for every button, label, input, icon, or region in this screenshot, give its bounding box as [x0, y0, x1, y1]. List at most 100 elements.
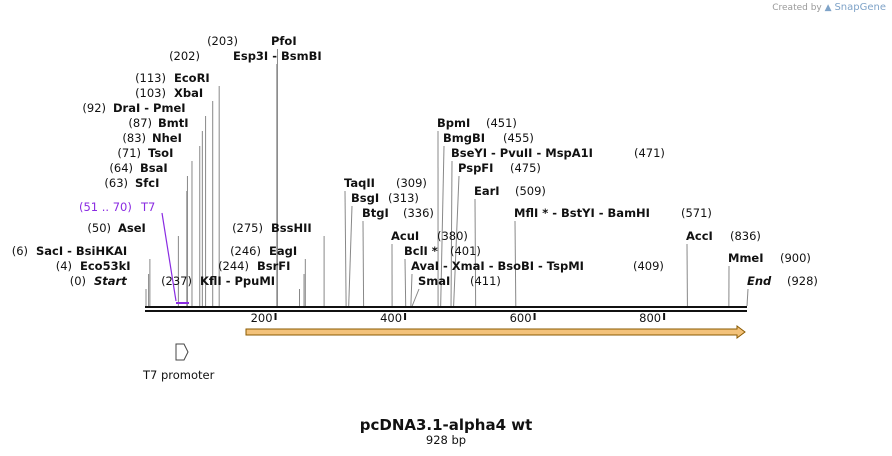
site-position-drai: (92) [82, 101, 106, 115]
site-name-eco53ki[interactable]: Eco53kI [80, 259, 131, 273]
site-position-bmti: (87) [128, 116, 152, 130]
site-name-avai[interactable]: AvaI - XmaI - BsoBI - TspMI [411, 259, 584, 273]
site-name-nhei[interactable]: NheI [152, 131, 182, 145]
site-name-smai[interactable]: SmaI [418, 274, 450, 288]
t7-feature-connector [161, 212, 177, 302]
site-name-bmti[interactable]: BmtI [158, 116, 189, 130]
t7-feature-name: T7 [140, 200, 155, 214]
site-name-taqii[interactable]: TaqII [344, 176, 375, 190]
site-name-end[interactable]: End [747, 274, 772, 288]
site-name-drai[interactable]: DraI - PmeI [113, 101, 186, 115]
site-position-pspfi: (475) [510, 161, 541, 175]
site-name-xbai[interactable]: XbaI [174, 86, 203, 100]
site-position-acci: (836) [730, 229, 761, 243]
site-name-bsrfi[interactable]: BsrFI [257, 259, 290, 273]
site-position-sfci: (63) [104, 176, 128, 190]
site-name-esp3i[interactable]: Esp3I - BsmBI [233, 49, 322, 63]
site-name-bsshii[interactable]: BssHII [271, 221, 312, 235]
site-name-bsai[interactable]: BsaI [140, 161, 168, 175]
site-name-acci[interactable]: AccI [686, 229, 713, 243]
site-connector-eari [474, 198, 477, 307]
site-position-eco53ki: (4) [56, 259, 72, 273]
site-connector-bmgbi [440, 145, 445, 307]
site-position-end: (928) [787, 274, 818, 288]
site-name-btgi[interactable]: BtgI [362, 206, 389, 220]
site-name-bmgbi[interactable]: BmgBI [443, 131, 485, 145]
site-name-ecori[interactable]: EcoRI [174, 71, 210, 85]
site-position-bsgi: (313) [388, 191, 419, 205]
site-connector-mfli [514, 220, 517, 307]
dna-backbone [145, 306, 747, 312]
axis-tick-label-400: 400 [380, 311, 402, 325]
site-position-bsrfi: (244) [218, 259, 249, 273]
credit-prefix: Created by [772, 3, 822, 13]
site-position-eari: (509) [515, 184, 546, 198]
site-position-bseyi: (471) [634, 146, 665, 160]
site-connector-btgi [362, 220, 365, 307]
site-name-asei[interactable]: AseI [118, 221, 146, 235]
axis-tick-label-600: 600 [510, 311, 532, 325]
site-labels: (203) PfoI (202) Esp3I - BsmBI (113) EcoRI (10… [12, 34, 818, 288]
t7-promoter-arrow-icon[interactable] [175, 343, 189, 361]
site-name-eagi[interactable]: EagI [269, 244, 297, 258]
site-connector-bcli [404, 258, 407, 307]
site-connector-taqii [344, 190, 347, 307]
site-name-bsgi[interactable]: BsgI [351, 191, 379, 205]
site-position-avai: (409) [633, 259, 664, 273]
site-name-eari[interactable]: EarI [474, 184, 500, 198]
site-connector-smai [411, 288, 420, 307]
axis-tick-label-800: 800 [639, 311, 661, 325]
t7-promoter-label: T7 promoter [142, 368, 215, 382]
site-name-bcli[interactable]: BclI * [404, 244, 438, 258]
site-name-saci[interactable]: SacI - BsiHKAI [36, 244, 127, 258]
t7-feature-range: (51 .. 70) [79, 200, 132, 214]
site-position-nhei: (83) [122, 131, 146, 145]
site-position-xbai: (103) [135, 86, 166, 100]
site-position-taqii: (309) [396, 176, 427, 190]
site-name-bseyi[interactable]: BseYI - PvuII - MspA1I [451, 146, 593, 160]
site-position-mfli: (571) [681, 206, 712, 220]
site-connector-bseyi [450, 160, 453, 307]
site-position-esp3i: (202) [169, 49, 200, 63]
site-position-bpmi: (451) [486, 116, 517, 130]
snapgene-credit: Created by ▲ SnapGene [772, 2, 886, 13]
site-connector-bsgi [348, 205, 353, 307]
site-name-pfoi[interactable]: PfoI [271, 34, 297, 48]
axis-ticks: 200 400 600 800 [251, 311, 666, 325]
site-position-btgi: (336) [403, 206, 434, 220]
construct-title: pcDNA3.1-alpha4 wt [359, 416, 533, 434]
site-position-bsai: (64) [109, 161, 133, 175]
site-name-mmei[interactable]: MmeI [728, 251, 764, 265]
site-name-start[interactable]: Start [94, 274, 127, 288]
axis-tick-label-200: 200 [251, 311, 273, 325]
site-position-tsoi: (71) [117, 146, 141, 160]
site-name-kfli[interactable]: KflI - PpuMI [200, 274, 275, 288]
site-connectors [145, 49, 749, 307]
site-position-bcli: (401) [450, 244, 481, 258]
site-position-bmgbi: (455) [503, 131, 534, 145]
site-position-mmei: (900) [780, 251, 811, 265]
site-position-kfli: (237) [161, 274, 192, 288]
site-position-bsshii: (275) [232, 221, 263, 235]
orf-arrow[interactable] [245, 325, 746, 339]
credit-brand: SnapGene [834, 2, 886, 13]
site-name-acui[interactable]: AcuI [391, 229, 419, 243]
site-position-start: (0) [70, 274, 86, 288]
site-name-pspfi[interactable]: PspFI [458, 161, 493, 175]
site-position-asei: (50) [87, 221, 111, 235]
site-position-eagi: (246) [230, 244, 261, 258]
site-name-bpmi[interactable]: BpmI [437, 116, 470, 130]
site-connector-avai [410, 273, 413, 307]
snapgene-logo-icon: ▲ [824, 3, 832, 13]
site-name-sfci[interactable]: SfcI [135, 176, 159, 190]
site-position-ecori: (113) [135, 71, 166, 85]
construct-length: 928 bp [425, 433, 467, 447]
site-position-smai: (411) [470, 274, 501, 288]
site-name-mfli[interactable]: MflI * - BstYI - BamHI [514, 206, 650, 220]
site-position-saci: (6) [12, 244, 28, 258]
site-position-pfoi: (203) [207, 34, 238, 48]
site-position-acui: (380) [437, 229, 468, 243]
site-connector-pspfi [453, 175, 460, 307]
site-name-tsoi[interactable]: TsoI [148, 146, 173, 160]
